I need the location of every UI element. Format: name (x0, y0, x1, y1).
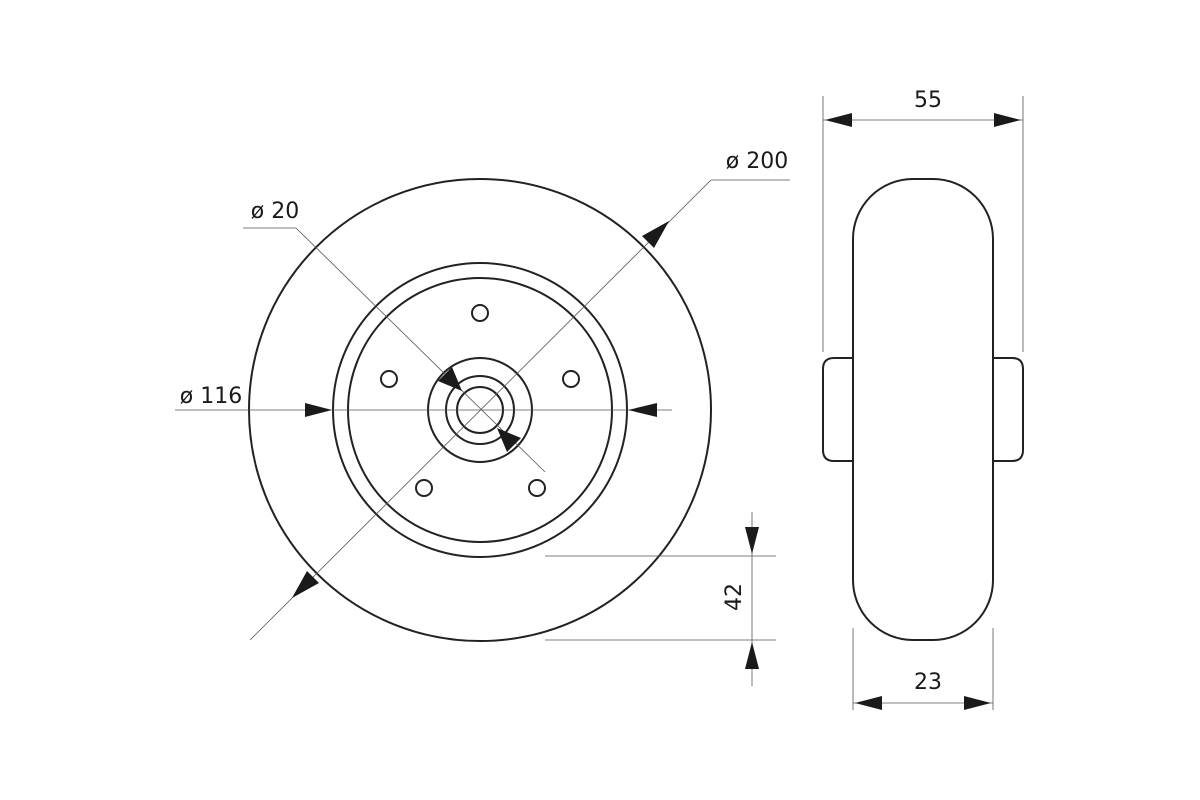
bolt-hole (562, 370, 580, 388)
dimension-42-label: 42 (722, 583, 747, 611)
arrowhead (994, 113, 1021, 127)
arrowhead (825, 113, 852, 127)
arrowhead (964, 696, 991, 710)
diameter-116-dimension: ø 116 (175, 384, 672, 417)
diameter-116-label: ø 116 (180, 384, 242, 409)
bolt-hole (528, 479, 546, 497)
arrowhead (745, 642, 759, 669)
arrowhead (305, 403, 332, 417)
arrowhead (438, 367, 462, 391)
arrowhead (497, 428, 521, 452)
dimension-42: 42 (545, 512, 776, 686)
bolt-hole (415, 479, 433, 497)
hub-right-protrusion (993, 357, 1024, 462)
arrowhead (642, 221, 669, 248)
diameter-200-label: ø 200 (726, 149, 788, 174)
bolt-hole (471, 304, 489, 322)
arrowhead (292, 571, 319, 598)
dimension-55-label: 55 (914, 88, 942, 113)
arrowhead (628, 403, 657, 417)
dimension-23-label: 23 (914, 670, 942, 695)
diameter-200-dimension: ø 200 (249, 149, 790, 641)
arrowhead (855, 696, 882, 710)
diameter-20-dimension: ø 20 (243, 199, 546, 473)
dimension-23: 23 (852, 628, 994, 710)
diameter-20-label: ø 20 (251, 199, 299, 224)
dimension-55: 55 (822, 88, 1024, 352)
tire-profile (852, 178, 994, 641)
arrowhead (745, 527, 759, 554)
hub-left-protrusion (822, 357, 853, 462)
side-view (822, 178, 1024, 641)
bolt-hole (380, 370, 398, 388)
